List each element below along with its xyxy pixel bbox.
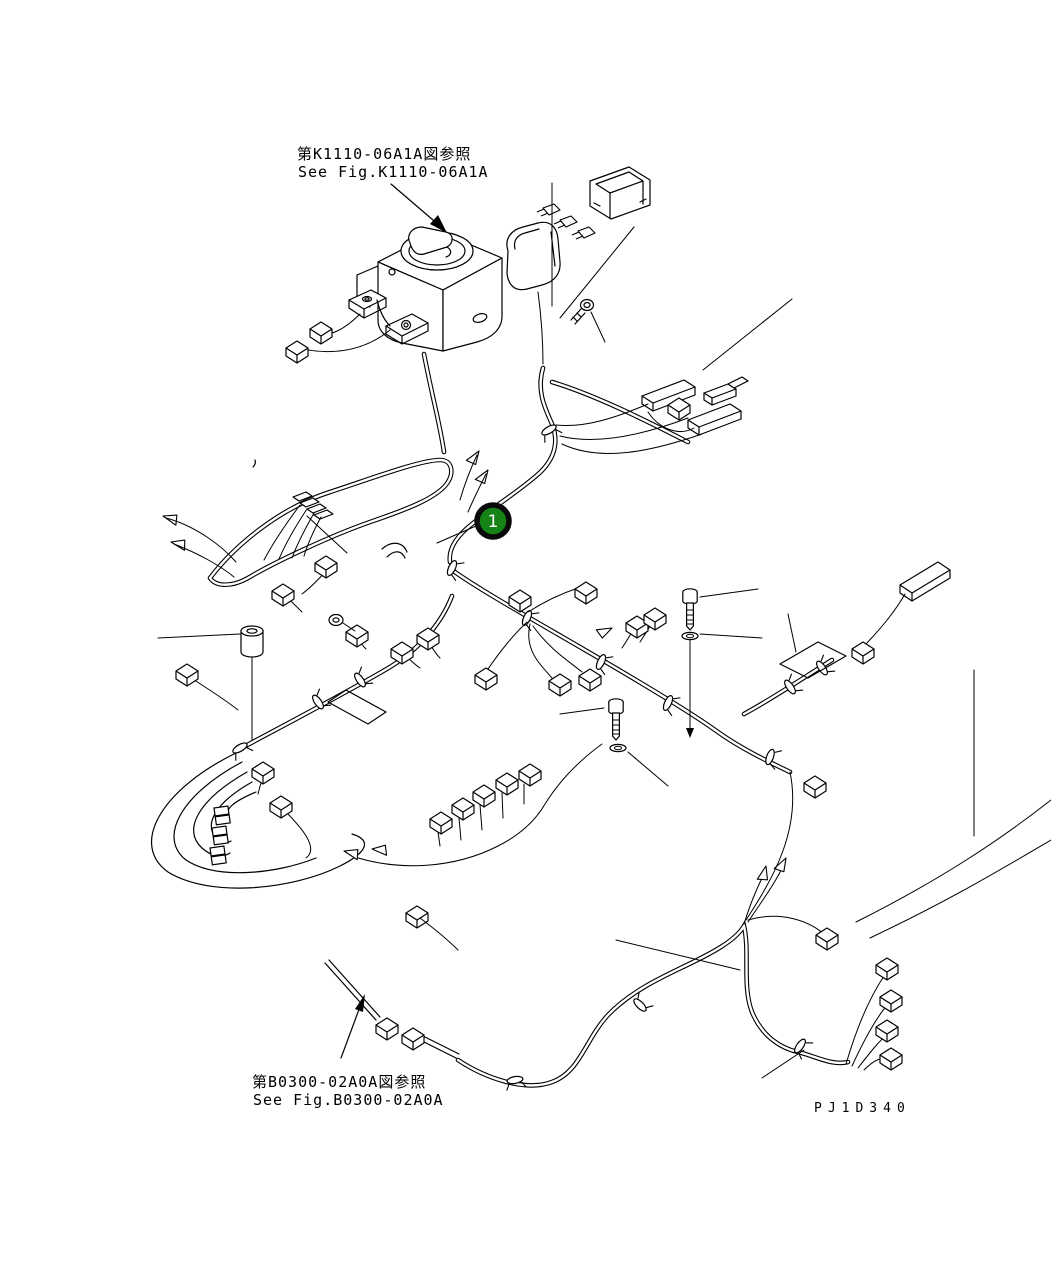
fan-connector [263,491,348,561]
harness-tank-drop-core [422,352,446,454]
leader-arrow-line [340,1003,362,1059]
washer-icon [609,743,627,753]
spade-terminal-icon [571,226,596,240]
connector-icon [474,667,498,691]
connector-icon [405,905,429,929]
connector-icon [574,581,598,605]
ref-label-top-en[interactable]: See Fig.K1110-06A1A [298,163,489,181]
wire-end-arrow-icon [465,447,484,467]
callout-1[interactable]: 1 [436,502,512,544]
spade-terminal-icon [536,203,561,217]
ref-label-top[interactable]: 第K1110-06A1A図参照 See Fig.K1110-06A1A [297,145,489,233]
leader-arrowhead [430,215,447,233]
stub-wire [419,917,459,951]
bottom-right-branches [615,771,1051,1079]
connector-icon [803,775,827,799]
connector-icon [375,1017,399,1041]
terminal-stack-icon [209,845,227,866]
branch-wires-left [165,517,237,578]
ref-label-bottom-jp[interactable]: 第B0300-02A0A図参照 [252,1073,426,1091]
ref-label-bottom-en[interactable]: See Fig.B0300-02A0A [253,1091,444,1109]
clamp-icon [780,673,804,698]
connector-icon [309,321,333,345]
ref-label-bottom[interactable]: 第B0300-02A0A図参照 See Fig.B0300-02A0A [252,994,444,1109]
callout-circle[interactable] [474,502,512,540]
leader-lines-topright [551,182,635,319]
mounting-plate [779,613,847,679]
connector-icon [345,624,369,648]
connector-icon [815,927,839,951]
harness-trunk-left-core [236,594,454,752]
drawing-code: PJ1D340 [814,1101,911,1116]
connector-row-bottom [342,743,603,867]
terminal-stack-icon [211,825,229,846]
connector-icon [851,641,875,665]
harness-trunk-left [238,596,452,750]
tag-plate [327,689,387,725]
connector-icon [175,663,199,687]
ref-label-top-jp[interactable]: 第K1110-06A1A図参照 [297,145,471,163]
branch-wires-up [459,454,487,513]
housing-wire [537,291,544,365]
wire-end-arrow-icon [595,622,615,640]
connector-icon [285,340,309,364]
ring-terminal [328,613,356,632]
relay-connectors [555,298,793,454]
wire-end-arrow-icon [474,466,493,486]
leader-arrow-line [390,183,441,227]
screw [570,298,606,343]
wire-loops [381,542,408,559]
connector-icon [548,673,572,697]
tank-cap [400,226,474,271]
connector-icon [314,555,338,579]
grommet [157,625,264,741]
callout-number: 1 [488,512,499,532]
comma-mark [252,459,256,468]
spade-terminal-icon [553,215,578,229]
bolt-upper [681,588,763,738]
edge-connector [861,561,951,649]
callout-leader [436,525,477,544]
connector-icon [401,1027,425,1051]
connector-icon [416,627,440,651]
cover-box [589,166,651,220]
washer-icon [681,631,699,641]
bottom-lead-rods [324,959,460,1059]
wire-end-arrow-icon [160,510,180,526]
connector-icon [390,641,414,665]
connector-icon [271,583,295,607]
terminal-stack-icon [213,805,231,826]
tank-bracket [348,265,429,345]
bolt-lower [559,698,669,787]
connector-icon [251,761,275,785]
connector-housing [506,221,561,291]
